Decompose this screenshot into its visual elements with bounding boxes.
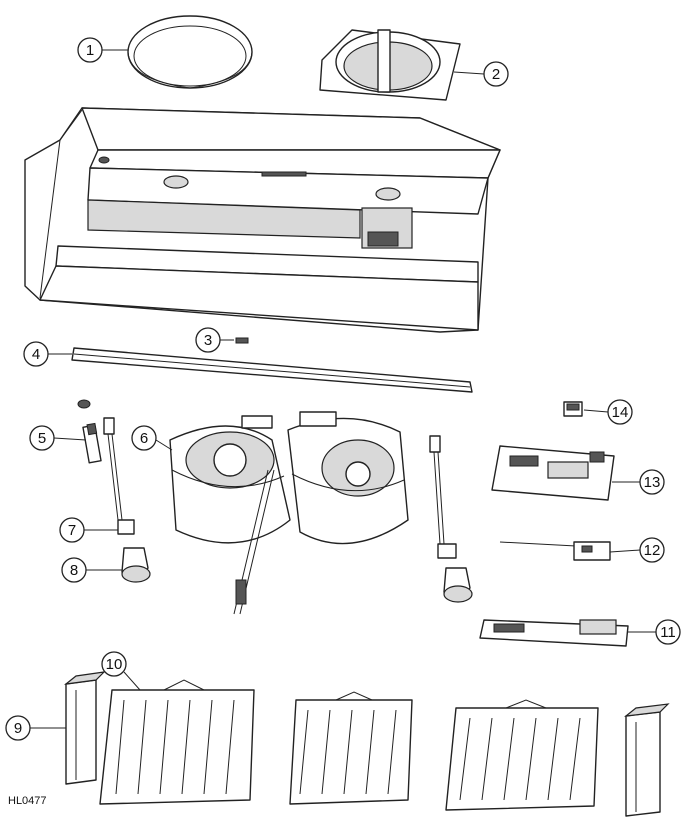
part-grease-filter-middle [289,691,413,805]
svg-text:1: 1 [86,42,94,59]
svg-text:12: 12 [644,542,661,559]
part-halogen-bulb-right [443,567,473,603]
callout-10: 10 [101,651,141,691]
svg-text:13: 13 [644,474,661,491]
part-wiring-lead-right [429,435,457,559]
svg-text:4: 4 [32,346,40,363]
svg-text:11: 11 [660,624,676,641]
svg-text:5: 5 [38,430,46,447]
part-halogen-bulb-left [121,547,151,583]
callout-2: 2 [453,61,509,87]
callout-4: 4 [23,341,72,367]
callout-6: 6 [131,425,173,451]
svg-text:7: 7 [68,522,76,539]
callout-9: 9 [5,715,66,741]
part-sensor-board [499,541,611,561]
callout-12: 12 [609,537,665,563]
part-grease-filter-right [445,699,599,811]
part-front-strip [71,347,473,393]
part-blower-assembly [169,411,409,615]
part-control-board [491,445,615,501]
svg-text:8: 8 [70,562,78,579]
callout-3: 3 [195,327,234,353]
svg-text:3: 3 [204,332,212,349]
callout-13: 13 [612,469,665,495]
svg-text:6: 6 [140,430,148,447]
callout-8: 8 [61,557,122,583]
part-switch [563,401,583,417]
part-duct-ring [127,15,253,89]
callout-5: 5 [29,425,87,451]
part-filter-end-panel-right [623,703,670,817]
svg-text:10: 10 [106,656,123,673]
part-lamp-socket [77,399,102,464]
part-keypad-board [479,619,629,647]
part-damper [319,29,461,101]
callout-7: 7 [59,517,118,543]
part-clip [235,337,249,344]
callout-14: 14 [583,399,633,425]
part-grease-filter-left [99,679,255,805]
svg-text:9: 9 [14,720,22,737]
callout-11: 11 [628,619,681,645]
part-filter-end-panel-left [63,671,106,785]
drawing-code: HL0477 [8,795,47,807]
svg-text:2: 2 [492,66,500,83]
part-wiring-lead-left [103,417,135,535]
part-hood-body [24,107,501,333]
callout-1: 1 [77,37,128,63]
svg-text:14: 14 [612,404,629,421]
